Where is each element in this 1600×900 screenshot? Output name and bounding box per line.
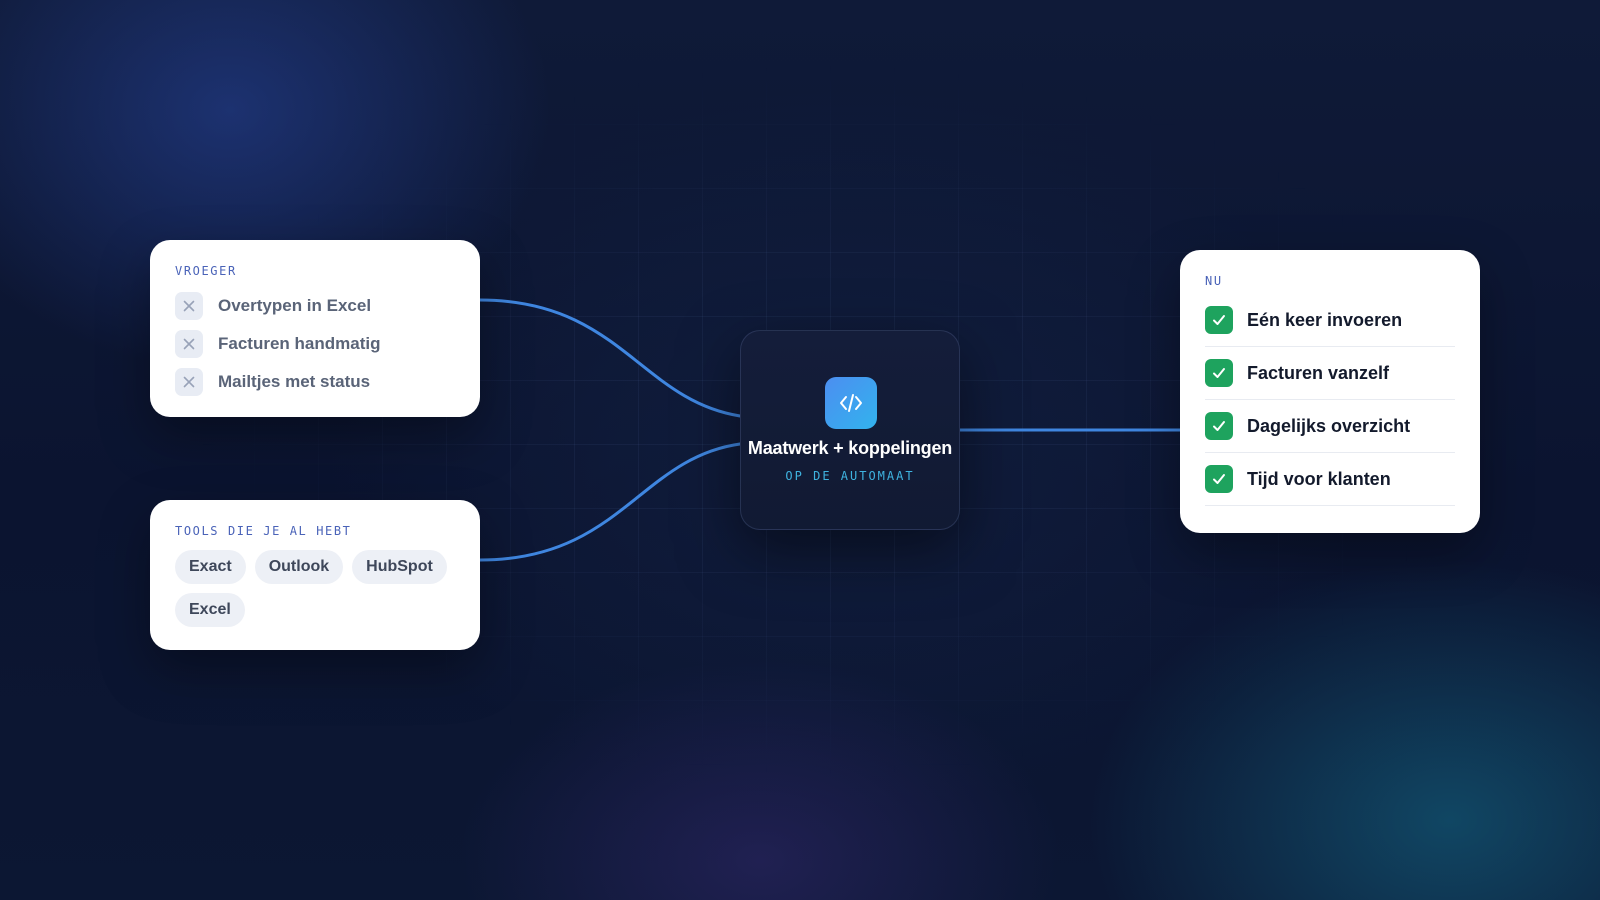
center-node: Maatwerk + koppelingen OP DE AUTOMAAT bbox=[740, 330, 960, 530]
tools-chips: Exact Outlook HubSpot Excel bbox=[175, 550, 455, 627]
tool-chip-outlook: Outlook bbox=[254, 550, 344, 584]
check-icon bbox=[1205, 412, 1233, 440]
check-icon bbox=[1205, 359, 1233, 387]
before-label: VROEGER bbox=[175, 264, 237, 278]
tool-chip-excel: Excel bbox=[175, 593, 245, 627]
center-subtitle: OP DE AUTOMAAT bbox=[785, 469, 915, 483]
now-item-text: Dagelijks overzicht bbox=[1247, 415, 1411, 436]
before-item: Facturen handmatig bbox=[175, 325, 455, 363]
connector-tools-to-center bbox=[478, 442, 742, 562]
now-item-text: Eén keer invoeren bbox=[1247, 309, 1403, 330]
check-icon bbox=[1205, 465, 1233, 493]
before-list: Overtypen in Excel Facturen handmatig Ma… bbox=[175, 287, 455, 401]
before-item-text: Overtypen in Excel bbox=[218, 296, 372, 315]
x-icon bbox=[175, 368, 203, 396]
now-label: NU bbox=[1205, 274, 1223, 288]
now-item: Eén keer invoeren bbox=[1205, 294, 1455, 347]
now-item-text: Facturen vanzelf bbox=[1247, 362, 1390, 383]
now-item-text: Tijd voor klanten bbox=[1247, 468, 1391, 489]
now-item: Tijd voor klanten bbox=[1205, 453, 1455, 506]
connector-before-to-center bbox=[478, 298, 742, 418]
center-title: Maatwerk + koppelingen bbox=[747, 438, 953, 458]
tools-card: TOOLS DIE JE AL HEBT Exact Outlook HubSp… bbox=[150, 500, 480, 650]
x-icon bbox=[175, 330, 203, 358]
now-list: Eén keer invoeren Facturen vanzelf Dagel… bbox=[1205, 294, 1455, 506]
code-icon bbox=[825, 377, 877, 429]
tool-chip-exact: Exact bbox=[175, 550, 246, 584]
before-item: Mailtjes met status bbox=[175, 363, 455, 401]
x-icon bbox=[175, 292, 203, 320]
now-item: Facturen vanzelf bbox=[1205, 347, 1455, 400]
now-card: NU Eén keer invoeren Facturen vanzelf Da… bbox=[1180, 250, 1480, 533]
before-item: Overtypen in Excel bbox=[175, 287, 455, 325]
tool-chip-hubspot: HubSpot bbox=[352, 550, 447, 584]
before-item-text: Mailtjes met status bbox=[218, 372, 371, 391]
tools-label: TOOLS DIE JE AL HEBT bbox=[175, 524, 352, 538]
check-icon bbox=[1205, 306, 1233, 334]
before-card: VROEGER Overtypen in Excel Facturen hand… bbox=[150, 240, 480, 417]
before-item-text: Facturen handmatig bbox=[218, 334, 381, 353]
now-item: Dagelijks overzicht bbox=[1205, 400, 1455, 453]
